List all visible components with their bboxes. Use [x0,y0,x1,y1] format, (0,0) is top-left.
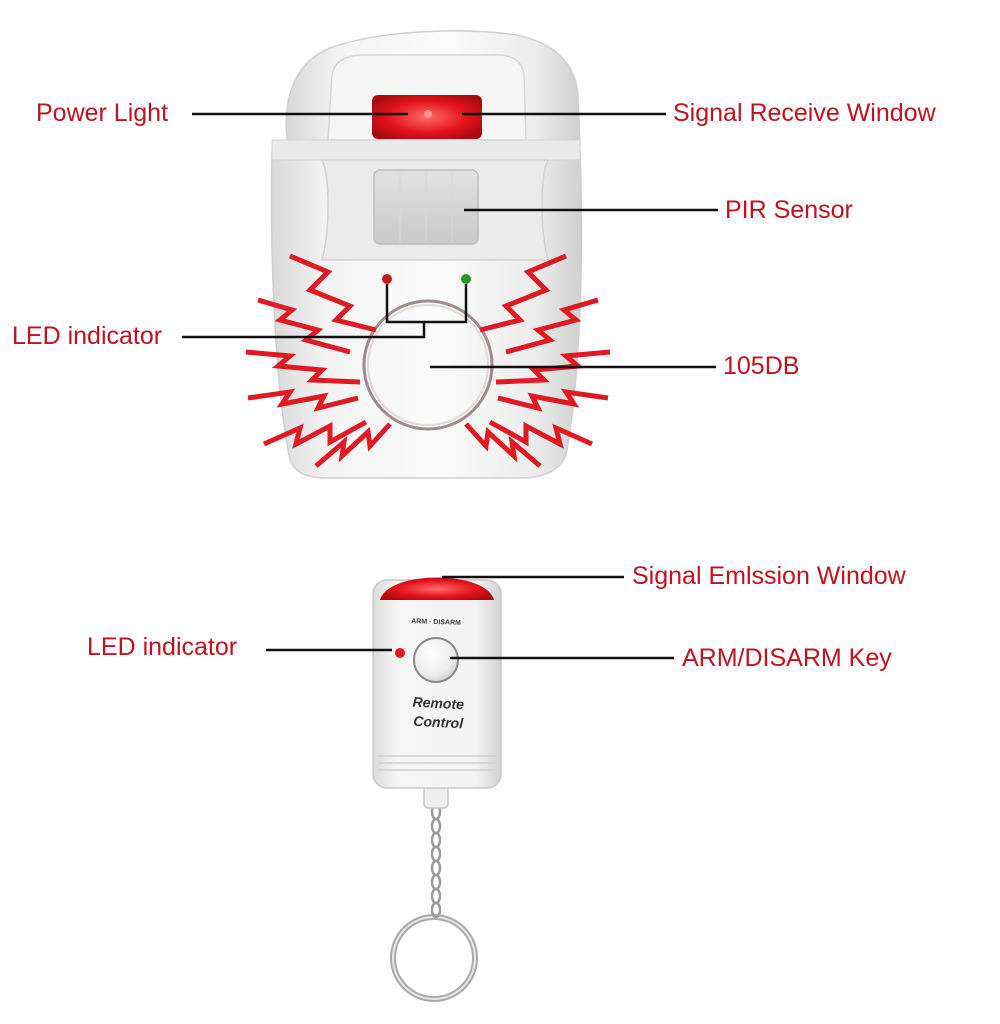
alarm-band [271,139,581,161]
remote-name-line2: Control [413,713,465,732]
power-light-dot [424,110,432,118]
leader-led-alarm-green [424,284,468,324]
arm-disarm-key[interactable] [413,637,459,683]
led-green [461,274,471,284]
label-signal-receive-window: Signal Receive Window [673,99,936,127]
speaker-ring-inner [367,304,489,426]
remote-body [372,579,502,789]
remote-grip-lines [378,755,496,771]
alarm-unit [270,30,583,479]
remote-tab [423,785,449,809]
label-pir-sensor: PIR Sensor [725,196,853,224]
label-arm-disarm-key: ARM/DISARM Key [682,644,892,672]
sound-waves-left [245,253,392,468]
led-red [382,274,392,284]
label-power-light: Power Light [36,99,169,127]
label-decibel: 105DB [723,352,800,380]
remote-led [395,648,405,658]
pir-sensor-facets [376,172,476,242]
remote-name-line1: Remote [412,694,464,713]
label-led-indicator-alarm: LED indicator [12,322,163,350]
label-led-indicator-remote: LED indicator [87,633,238,661]
key-ring-highlight [392,916,476,1000]
speaker-ring [362,299,494,431]
remote-control: ARM · DISARM Remote Control [372,577,502,1002]
remote-mode-text: ARM · DISARM [411,618,461,627]
label-signal-emission-window: Signal Emlssion Window [632,562,906,590]
leader-lines [182,112,718,660]
signal-emission-window [380,577,494,600]
key-chain [430,803,442,919]
